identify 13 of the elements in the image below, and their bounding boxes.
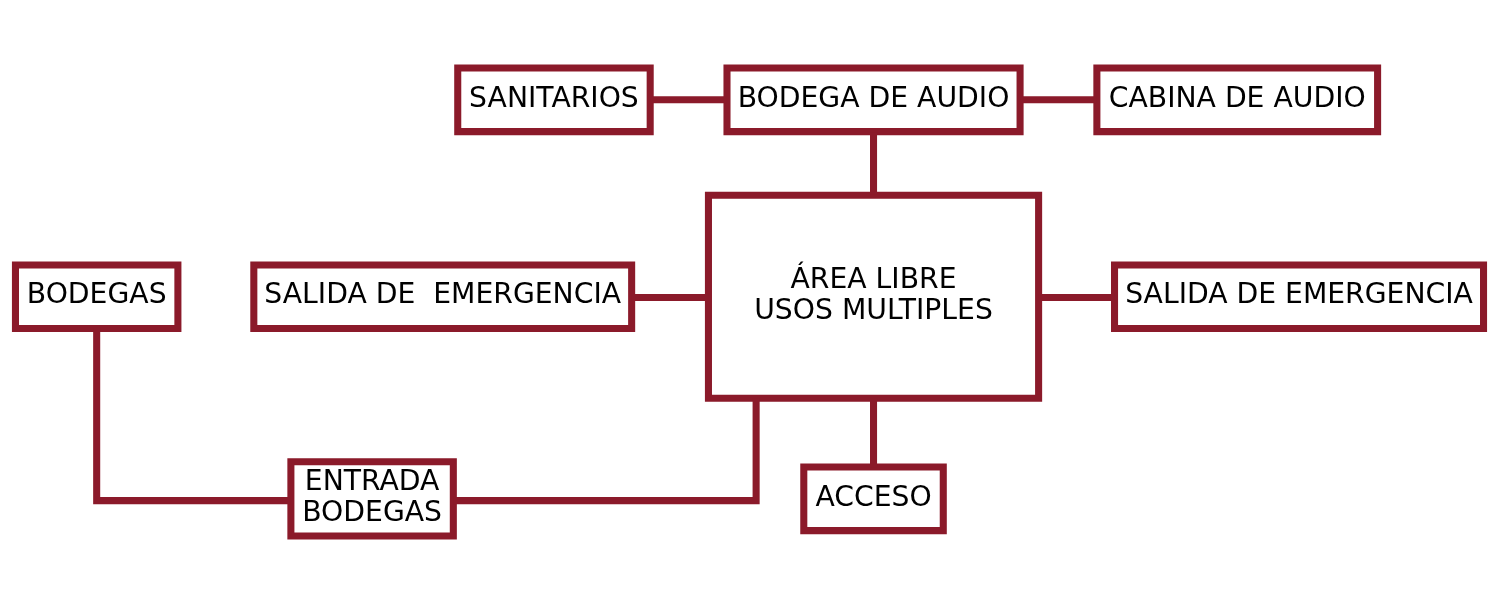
node-box: SALIDA DE EMERGENCIA — [1111, 260, 1488, 332]
node-box: ÁREA LIBRE USOS MULTIPLES — [704, 191, 1043, 402]
connector — [453, 398, 760, 504]
connector — [870, 397, 878, 467]
node-box: SANITARIOS — [454, 64, 654, 135]
node-box: BODEGAS — [11, 260, 182, 332]
node-box: CABINA DE AUDIO — [1093, 64, 1382, 135]
connector — [1020, 95, 1097, 103]
connector — [650, 95, 727, 103]
node-box: ACCESO — [800, 463, 947, 534]
node-box: ENTRADA BODEGAS — [287, 457, 457, 539]
node-box: SALIDA DE EMERGENCIA — [250, 260, 636, 332]
node-box: BODEGA DE AUDIO — [723, 64, 1024, 135]
